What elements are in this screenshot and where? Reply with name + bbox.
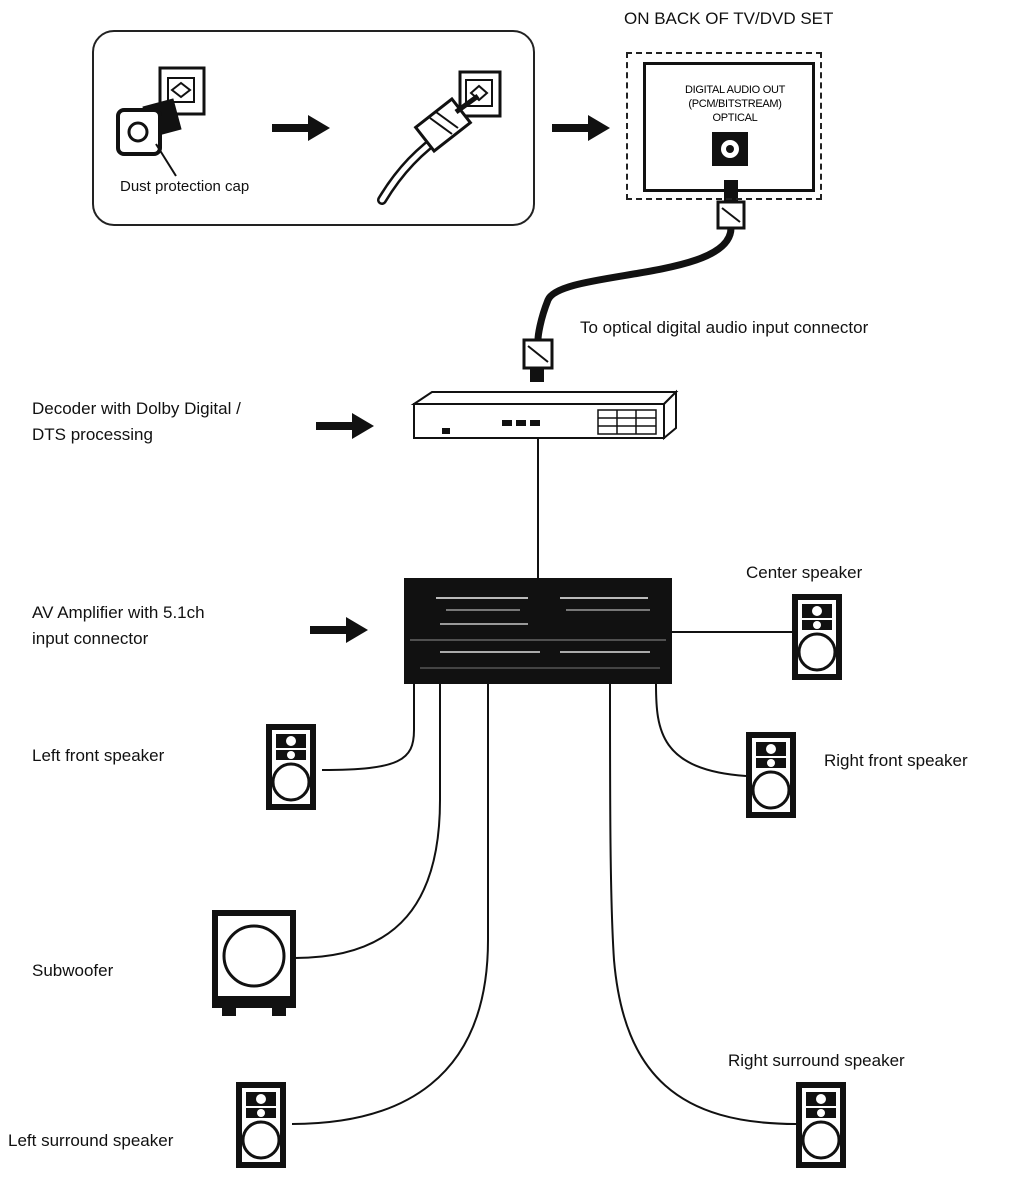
right-surround-speaker	[794, 1080, 848, 1170]
optical-cable	[522, 180, 746, 382]
amplifier-label-line-1: AV Amplifier with 5.1ch	[32, 603, 205, 622]
optical-socket	[712, 132, 748, 166]
speaker-cables	[291, 631, 797, 1125]
back-panel-inner	[643, 62, 815, 192]
decoder-label-line-1: Decoder with Dolby Digital /	[32, 399, 241, 418]
panel-line-2: (PCM/BITSTREAM)	[688, 98, 782, 110]
center-speaker	[790, 592, 844, 682]
subwoofer-label: Subwoofer	[32, 961, 114, 980]
step-arrow-2	[552, 115, 610, 141]
left-surround-speaker-label: Left surround speaker	[8, 1131, 174, 1150]
left-front-speaker-label: Left front speaker	[32, 746, 165, 765]
decoder-label-line-2: DTS processing	[32, 425, 153, 444]
panel-line-1: DIGITAL AUDIO OUT	[684, 84, 786, 96]
center-speaker-label: Center speaker	[746, 563, 863, 582]
installation-steps-box	[92, 30, 535, 226]
decoder-arrow	[316, 413, 374, 439]
amplifier-unit	[404, 578, 672, 684]
left-front-speaker	[264, 722, 318, 812]
dust-cap-illustration	[116, 66, 206, 177]
back-panel-heading: ON BACK OF TV/DVD SET	[624, 9, 834, 28]
right-front-speaker	[744, 730, 798, 820]
left-surround-speaker	[234, 1080, 288, 1170]
panel-line-3: OPTICAL	[712, 112, 758, 124]
plug-illustration	[377, 70, 502, 205]
subwoofer-speaker	[212, 910, 296, 1016]
amplifier-arrow	[310, 617, 368, 643]
amplifier-label-line-2: input connector	[32, 629, 149, 648]
decoder-unit	[410, 389, 679, 578]
right-surround-speaker-label: Right surround speaker	[728, 1051, 905, 1070]
right-front-speaker-label: Right front speaker	[824, 751, 968, 770]
dust-cap-label: Dust protection cap	[120, 178, 250, 195]
back-panel-outline	[626, 52, 822, 200]
optical-input-label: To optical digital audio input connector	[580, 318, 869, 337]
